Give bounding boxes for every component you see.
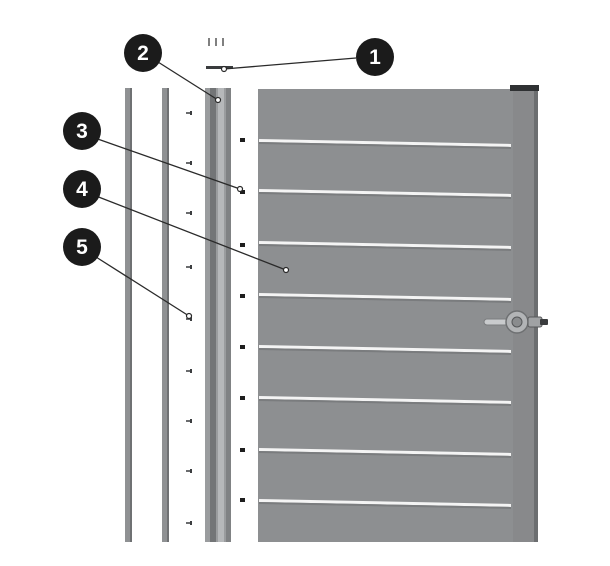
hinge-fixing-4 <box>240 294 245 298</box>
screw-head-1 <box>190 111 192 115</box>
slat-gap-2 <box>259 189 511 197</box>
callout-3: 3 <box>63 112 101 150</box>
slat-shadow-2 <box>259 192 511 199</box>
hinge-post-shadow <box>210 88 216 542</box>
screw-head-5 <box>190 317 192 321</box>
screw-head-9 <box>190 521 192 525</box>
slat-shadow-4 <box>259 296 511 303</box>
gate-panel-body <box>258 89 513 542</box>
screw-head-6 <box>190 369 192 373</box>
screw-head-2 <box>190 161 192 165</box>
post-outer-left-edge <box>130 88 132 542</box>
leader-line-3 <box>91 136 241 190</box>
hinge-fixing-6 <box>240 396 245 400</box>
handle-latch <box>527 316 543 328</box>
top-bracket <box>206 66 233 69</box>
hinge-fixing-1 <box>240 138 245 142</box>
leader-endpoints <box>185 65 290 320</box>
hinge-fixing-5 <box>240 345 245 349</box>
slat-shadow-3 <box>259 244 511 251</box>
callout-4-number: 4 <box>76 178 88 201</box>
slat-gaps <box>259 139 511 509</box>
leader-end-4 <box>282 266 290 274</box>
callout-2-number: 2 <box>137 42 149 65</box>
screw-icon <box>186 370 191 372</box>
hinge-fixing-7 <box>240 448 245 452</box>
callout-3-circle <box>63 112 101 150</box>
leader-end-5 <box>185 312 193 320</box>
gate-handle-icon <box>483 310 548 334</box>
callout-1-number: 1 <box>369 46 381 69</box>
screw-head-4 <box>190 265 192 269</box>
gate-panel <box>258 85 539 542</box>
callout-5-number: 5 <box>76 236 88 259</box>
callout-2: 2 <box>124 34 162 72</box>
screw-head-3 <box>190 211 192 215</box>
screw-head-8 <box>190 469 192 473</box>
screw-icon <box>186 212 191 214</box>
slat-gap-8 <box>259 499 511 507</box>
leader-end-1 <box>220 65 228 73</box>
callout-5: 5 <box>63 228 101 266</box>
callout-3-number: 3 <box>76 120 88 143</box>
screw-head-7 <box>190 419 192 423</box>
slat-gap-4 <box>259 293 511 301</box>
hinge-fixing-2 <box>240 190 245 194</box>
callout-4: 4 <box>63 170 101 208</box>
leader-line-2 <box>157 61 219 101</box>
hinge-fixings <box>240 138 245 502</box>
callout-2-circle <box>124 34 162 72</box>
post-inner-left-edge <box>167 88 169 542</box>
leader-line-5 <box>95 256 190 317</box>
handle-latch-tip <box>540 319 548 325</box>
screw-icon <box>186 420 191 422</box>
top-screws-icon <box>206 38 233 69</box>
screw-icon <box>186 266 191 268</box>
callout-4-circle <box>63 170 101 208</box>
left-posts <box>125 88 169 542</box>
post-inner-left <box>162 88 169 542</box>
gate-panel-right-frame-edge <box>534 89 538 542</box>
callout-1-circle <box>356 38 394 76</box>
slat-shadow-5 <box>259 348 511 355</box>
callout-1: 1 <box>356 38 394 76</box>
slat-shadow-8 <box>259 502 511 509</box>
leader-lines <box>91 57 357 317</box>
hinge-fixing-3 <box>240 243 245 247</box>
hinge-fixing-8 <box>240 498 245 502</box>
slat-gap-3 <box>259 241 511 249</box>
screw-icon <box>186 112 191 114</box>
leader-line-1 <box>223 57 357 70</box>
slat-shadow-6 <box>259 399 511 406</box>
callout-5-circle <box>63 228 101 266</box>
slat-gap-1 <box>259 139 511 147</box>
slat-gap-6 <box>259 396 511 404</box>
leader-end-2 <box>214 96 222 104</box>
slat-gap-7 <box>259 448 511 456</box>
screw-icon <box>186 470 191 472</box>
screw-icon <box>186 162 191 164</box>
gate-top-cap <box>510 85 539 91</box>
lock-icon <box>511 316 523 328</box>
slat-shadow-7 <box>259 451 511 458</box>
leader-end-3 <box>236 185 244 193</box>
leader-line-4 <box>95 195 287 271</box>
hinge-post-right <box>226 88 231 542</box>
post-outer-left <box>125 88 132 542</box>
hinge-post-inner <box>218 88 224 542</box>
screw-icon <box>186 522 191 524</box>
slat-gap-5 <box>259 345 511 353</box>
slat-shadow-1 <box>259 142 511 149</box>
hinge-post <box>205 88 231 542</box>
